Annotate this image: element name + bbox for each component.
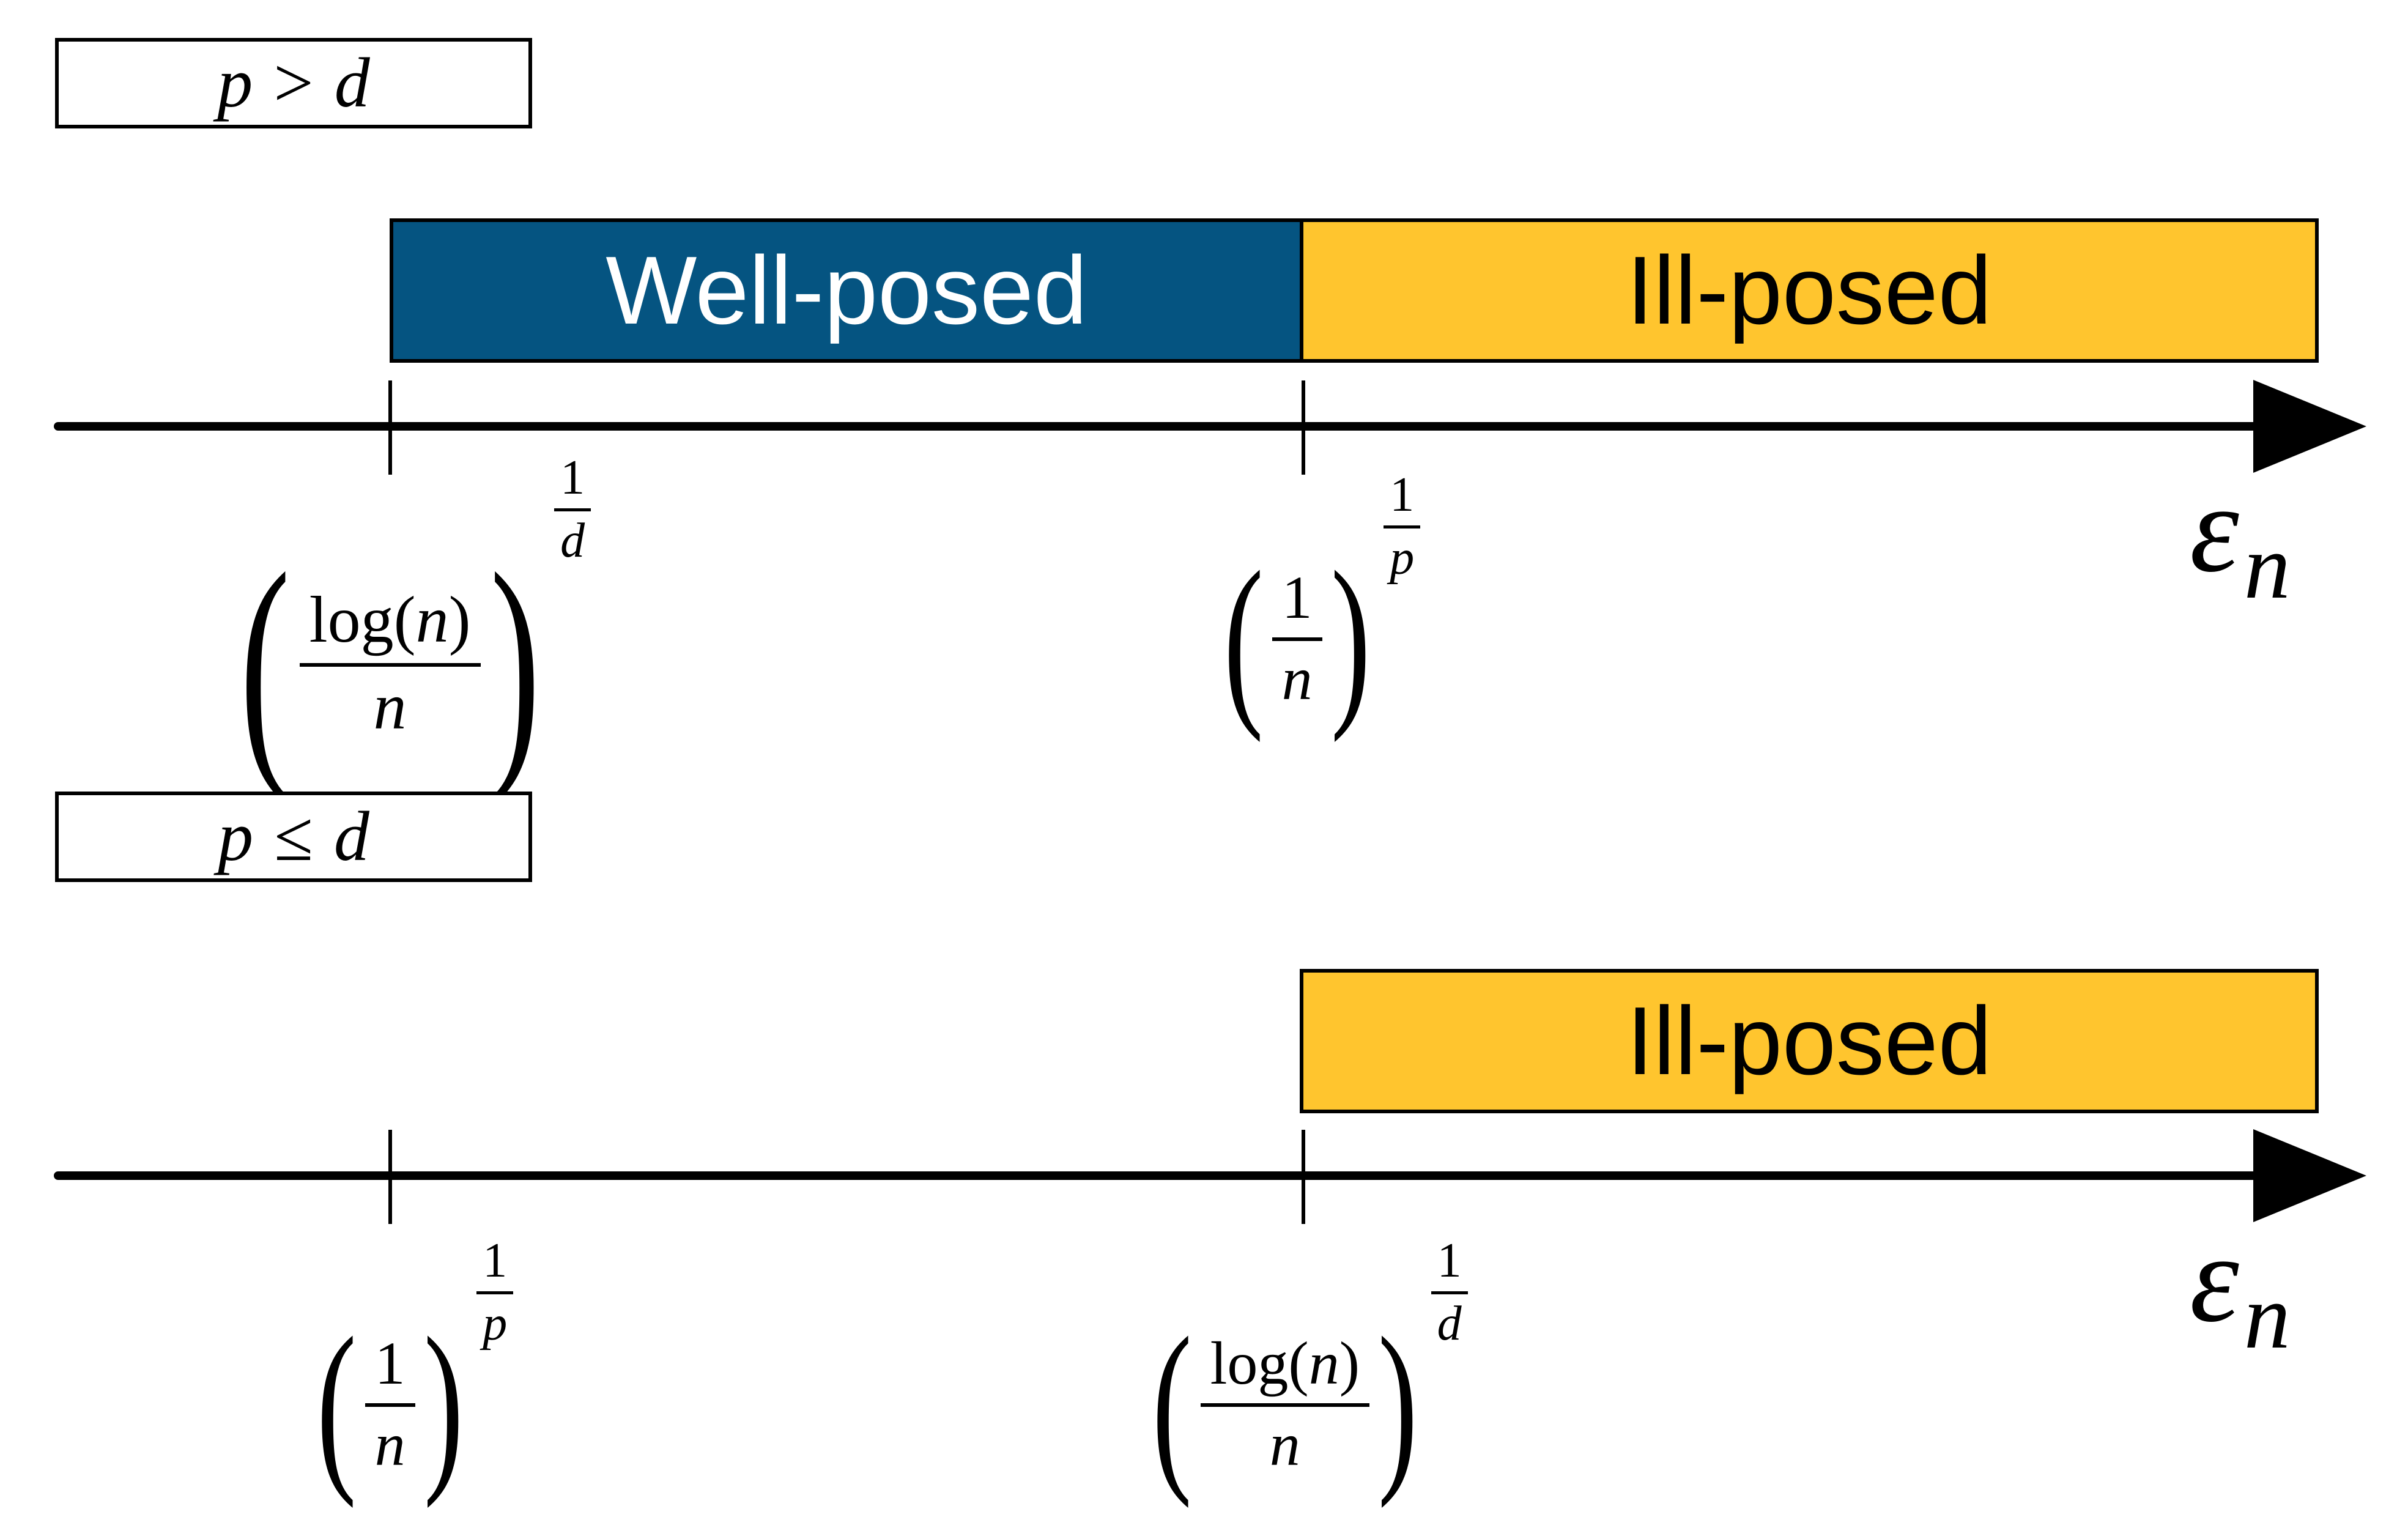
exponent-denominator: p [483,1297,508,1351]
tick-label-top-2: ( 1 n ) 1 p [1220,467,1421,739]
condition-rhs: d [334,44,370,122]
tick-top-2 [1302,380,1305,475]
axis-variable-top: εn [2190,466,2291,613]
exponent-denominator: p [1390,531,1415,585]
condition-lhs: p [217,44,253,122]
ill-posed-bar-top-label: Ill-posed [1626,237,1992,344]
condition-operator: > [273,44,314,122]
paren-close: ) [423,1298,464,1509]
numerator-prefix: 1 [1281,563,1313,631]
condition-lhs: p [218,798,254,876]
axis-line-bottom [54,1171,2268,1180]
fraction-denominator: n [1269,1411,1300,1478]
fraction-denominator: n [1281,645,1313,713]
tick-label-top-1: ( log(n) n ) 1 d [235,450,591,792]
parenthesized-fraction: ( log(n) n ) [1149,1303,1421,1505]
fraction: 1 n [365,1328,415,1480]
epsilon-symbol: ε [2190,1209,2239,1348]
axis-line-top [54,422,2268,431]
numerator-prefix: log( [309,583,416,656]
exponent-numerator: 1 [1384,467,1421,528]
fraction: 1 n [1272,562,1322,714]
numerator-variable: n [1308,1329,1339,1397]
exponent-numerator: 1 [1431,1233,1468,1294]
fraction-denominator: n [373,670,407,743]
condition-operator: ≤ [274,798,313,876]
exponent-numerator: 1 [476,1233,514,1294]
exponent-denominator: d [1437,1297,1462,1351]
fraction-numerator: log(n) [299,582,481,667]
fraction-numerator: 1 [1272,562,1322,641]
axis-arrowhead-bottom [2253,1129,2366,1222]
exponent-fraction: 1 d [554,450,591,569]
ill-posed-bar-bottom: Ill-posed [1300,969,2319,1113]
exponent-fraction: 1 d [1431,1233,1468,1352]
parenthesized-fraction: ( 1 n ) [313,1303,467,1505]
tick-label-bottom-2: ( log(n) n ) 1 d [1149,1233,1468,1505]
axis-variable-bottom: εn [2190,1216,2291,1363]
fraction-numerator: 1 [365,1328,415,1407]
exponent-fraction: 1 p [1384,467,1421,586]
condition-rhs: d [333,798,369,876]
numerator-prefix: 1 [374,1329,406,1397]
paren-close: ) [1330,532,1371,743]
exponent-fraction: 1 p [476,1233,514,1352]
ill-posed-bar-top: Ill-posed [1300,218,2319,363]
well-posed-bar: Well-posed [390,218,1303,363]
epsilon-subscript: n [2243,1264,2291,1368]
paren-open: ( [1152,1298,1192,1509]
ill-posed-bar-bottom-label: Ill-posed [1626,987,1992,1095]
paren-open: ( [316,1298,357,1509]
tick-top-1 [388,380,392,475]
numerator-prefix: log( [1210,1329,1309,1397]
exponent-numerator: 1 [554,450,591,511]
exponent-denominator: d [560,514,585,568]
parenthesized-fraction: ( 1 n ) [1220,537,1374,739]
numerator-suffix: ) [448,583,471,656]
numerator-variable: n [415,583,449,656]
fraction: log(n) n [299,582,481,745]
paren-open: ( [1223,532,1264,743]
tick-bottom-1 [388,1130,392,1224]
paren-open: ( [240,521,291,806]
axis-arrowhead-top [2253,380,2366,473]
well-posed-bar-label: Well-posed [606,237,1087,344]
paren-close: ) [489,521,540,806]
epsilon-symbol: ε [2190,459,2239,598]
fraction-denominator: n [374,1411,406,1478]
condition-box-p-leq-d: p ≤ d [55,792,532,882]
tick-bottom-2 [1302,1130,1305,1224]
numerator-suffix: ) [1339,1329,1360,1397]
tick-label-bottom-1: ( 1 n ) 1 p [313,1233,514,1505]
parenthesized-fraction: ( log(n) n ) [235,535,544,792]
fraction-numerator: log(n) [1200,1328,1369,1407]
paren-close: ) [1377,1298,1418,1509]
condition-box-p-greater-d: p > d [55,38,532,128]
epsilon-subscript: n [2243,514,2291,618]
fraction: log(n) n [1200,1328,1369,1480]
